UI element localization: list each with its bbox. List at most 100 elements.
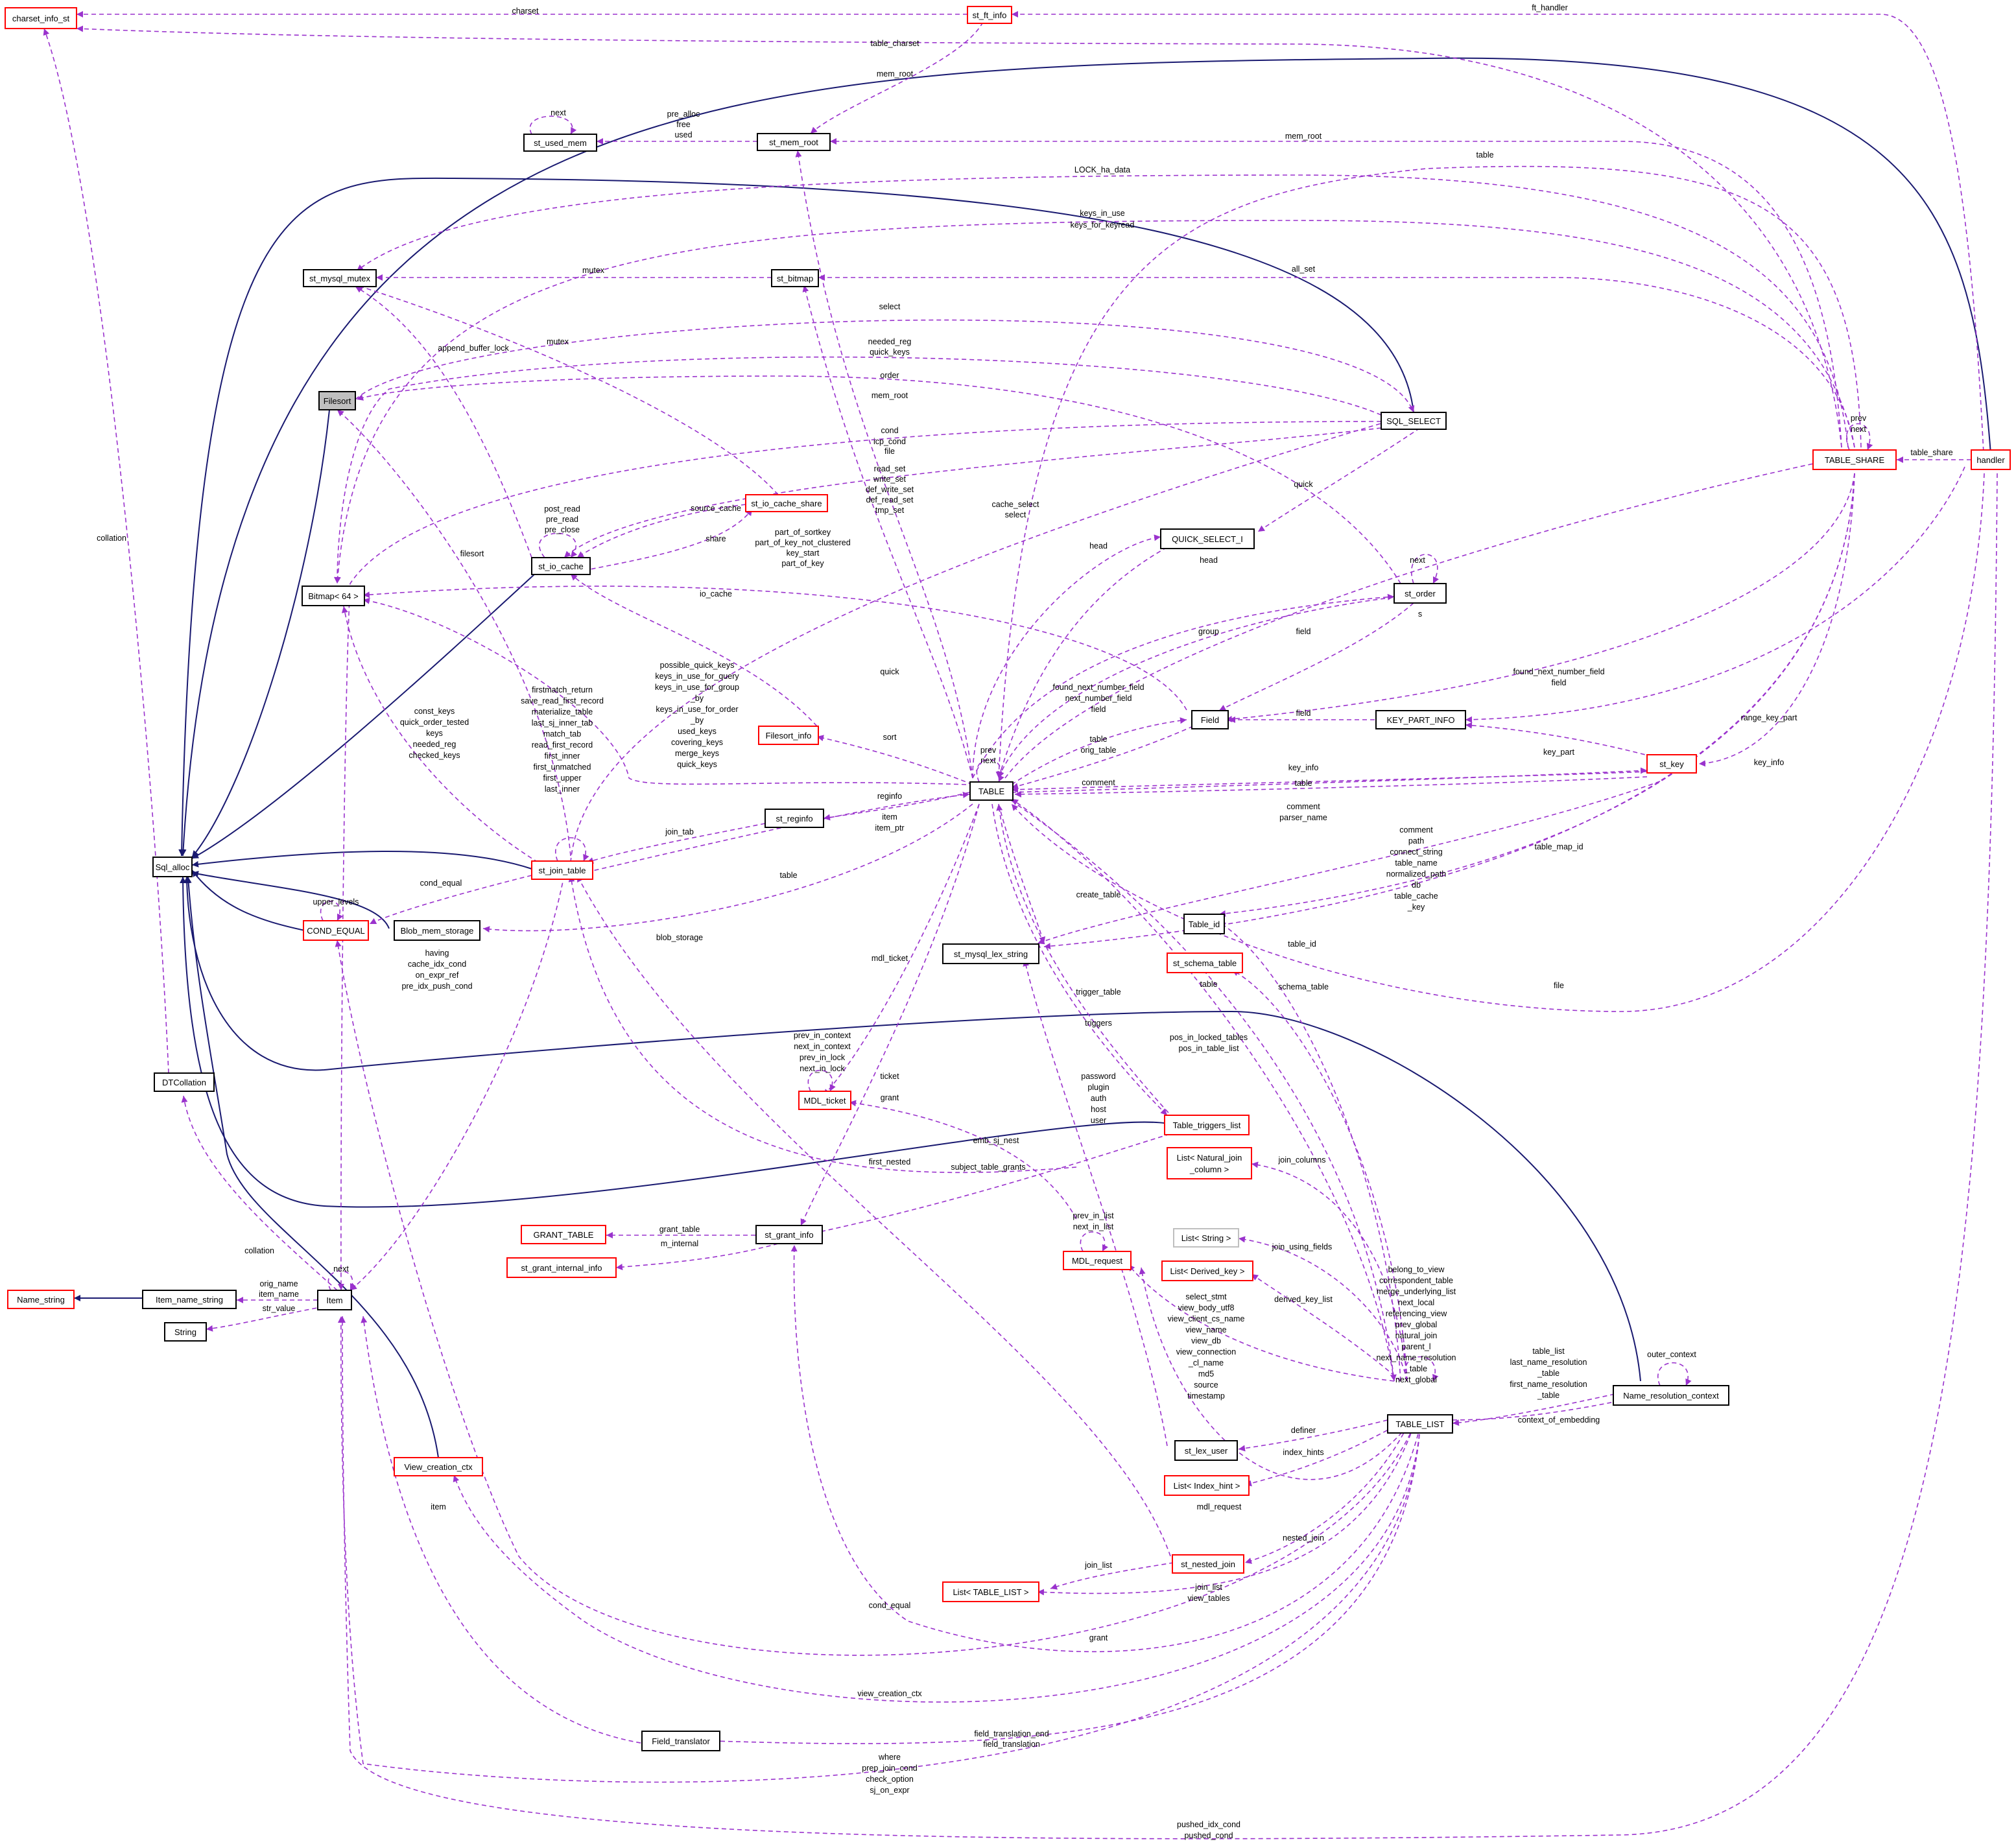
node-st-reginfo[interactable]: st_reginfo [765, 809, 824, 828]
node-table[interactable]: TABLE [969, 781, 1014, 801]
node-item-name-string[interactable]: Item_name_string [142, 1290, 237, 1309]
label-merge-underlying-list: merge_underlying_list [1377, 1287, 1456, 1296]
edge-mdl-request-self [1080, 1231, 1108, 1252]
node-sql-alloc[interactable]: Sql_alloc [152, 857, 193, 877]
node-table-id[interactable]: Table_id [1183, 914, 1225, 934]
label-join-tab: join_tab [665, 827, 694, 836]
node-label: GRANT_TABLE [534, 1230, 594, 1240]
label-subject-table-grants: subject_table_grants [951, 1163, 1025, 1172]
edge-key-info [1011, 767, 1648, 793]
node-st-schema-table[interactable]: st_schema_table [1167, 953, 1243, 973]
node-st-key[interactable]: st_key [1646, 754, 1697, 774]
label-quick2: quick [880, 667, 899, 676]
edge-create-table [998, 803, 1046, 944]
node-key-part-info[interactable]: KEY_PART_INFO [1375, 710, 1466, 729]
edge-share [583, 508, 753, 571]
node-table-share[interactable]: TABLE_SHARE [1812, 449, 1897, 470]
node-st-order[interactable]: st_order [1393, 583, 1447, 604]
label-m-internal: m_internal [661, 1239, 698, 1248]
edge-triggers [991, 803, 1168, 1116]
label-str-value: str_value [263, 1304, 296, 1313]
node-dtcollation[interactable]: DTCollation [154, 1072, 215, 1092]
node-filesort-info[interactable]: Filesort_info [758, 726, 819, 745]
node-grant-table[interactable]: GRANT_TABLE [521, 1225, 606, 1244]
label-key: _key [1407, 903, 1425, 912]
node-table-list[interactable]: TABLE_LIST [1387, 1414, 1453, 1434]
label-item-ptr: item_ptr [875, 823, 904, 833]
node-quick-select-i[interactable]: QUICK_SELECT_I [1160, 528, 1255, 549]
node-cond-equal[interactable]: COND_EQUAL [303, 920, 369, 941]
node-mdl-request[interactable]: MDL_request [1063, 1251, 1132, 1270]
node-label: st_grant_internal_info [521, 1263, 602, 1273]
node-st-nested-join[interactable]: st_nested_join [1172, 1554, 1244, 1574]
label-tmp-set: tmp_set [875, 506, 905, 515]
edge-found-next-share [1225, 473, 1855, 722]
node-sql-select[interactable]: SQL_SELECT [1381, 412, 1447, 430]
node-label: handler [1976, 455, 2005, 465]
label-pre-read: pre_read [546, 515, 578, 524]
label-part-of-key: part_of_key [781, 559, 824, 568]
label-normalized-path: normalized_path [1386, 870, 1446, 879]
node-st-join-table[interactable]: st_join_table [531, 860, 593, 880]
node-st-mem-root[interactable]: st_mem_root [757, 133, 831, 151]
node-charset-info-st[interactable]: charset_info_st [5, 7, 77, 29]
node-st-ft-info[interactable]: st_ft_info [967, 6, 1012, 24]
node-st-io-cache-share[interactable]: st_io_cache_share [745, 494, 828, 512]
node-view-creation-ctx[interactable]: View_creation_ctx [394, 1457, 483, 1476]
node-label: TABLE_SHARE [1825, 455, 1885, 465]
edge-io-cache-sqlalloc [191, 573, 536, 859]
node-list-string[interactable]: List< String > [1173, 1228, 1239, 1248]
label-referencing-view: referencing_view [1386, 1309, 1447, 1318]
node-st-lex-user[interactable]: st_lex_user [1174, 1440, 1238, 1461]
node-list-derived-key[interactable]: List< Derived_key > [1161, 1260, 1253, 1281]
label-derived-key-list: derived_key_list [1274, 1295, 1333, 1304]
node-string[interactable]: String [164, 1322, 207, 1342]
node-label: st_used_mem [534, 138, 587, 148]
edge-file [563, 427, 1382, 558]
node-name-string[interactable]: Name_string [7, 1290, 75, 1309]
edge-mdl-ticket [823, 803, 980, 1096]
node-filesort[interactable]: Filesort [318, 391, 356, 410]
edge-key-part [1465, 722, 1661, 759]
node-handler[interactable]: handler [1971, 449, 2011, 470]
label-match-tab: match_tab [543, 729, 581, 739]
node-st-grant-info[interactable]: st_grant_info [755, 1225, 823, 1244]
label-source: source [1194, 1380, 1218, 1390]
node-table-triggers-list[interactable]: Table_triggers_list [1164, 1115, 1250, 1135]
label-view-client-cs-name: view_client_cs_name [1168, 1314, 1245, 1323]
node-mdl-ticket[interactable]: MDL_ticket [798, 1091, 851, 1110]
label-key-info: key_info [1288, 763, 1319, 772]
node-st-used-mem[interactable]: st_used_mem [523, 134, 597, 152]
label-collation: collation [97, 534, 126, 543]
node-bitmap-64[interactable]: Bitmap< 64 > [302, 586, 365, 606]
label-index-hints: index_hints [1283, 1448, 1323, 1457]
label-lock-ha-data: LOCK_ha_data [1074, 165, 1130, 174]
edge-condequal-self [320, 901, 343, 921]
node-list-natural-join-column[interactable]: List< Natural_join_column > [1167, 1147, 1252, 1179]
edge-join-self [555, 837, 589, 862]
edge-where [337, 1316, 1421, 1783]
edge-ft-handler [1012, 11, 1985, 467]
label-cache-idx-cond: cache_idx_cond [408, 960, 466, 969]
node-st-mysql-lex-string[interactable]: st_mysql_lex_string [942, 943, 1039, 964]
node-label: String [174, 1327, 196, 1337]
node-list-index-hint[interactable]: List< Index_hint > [1164, 1475, 1250, 1496]
node-st-grant-internal-info[interactable]: st_grant_internal_info [506, 1257, 617, 1278]
node-st-io-cache[interactable]: st_io_cache [531, 557, 591, 575]
node-field[interactable]: Field [1191, 710, 1229, 729]
edge-handler-sqlalloc [180, 57, 1991, 857]
label-next-in-list: next_in_list [1073, 1222, 1114, 1231]
node-blob-mem-storage[interactable]: Blob_mem_storage [394, 920, 480, 941]
node-st-mysql-mutex[interactable]: st_mysql_mutex [303, 269, 377, 287]
node-list-table-list[interactable]: List< TABLE_LIST > [942, 1581, 1039, 1602]
label-emb-sj-nest: emb_sj_nest [973, 1136, 1019, 1145]
label-def-read-set: def_read_set [866, 495, 914, 504]
node-st-bitmap[interactable]: st_bitmap [771, 269, 819, 287]
label-share: share [706, 534, 726, 543]
node-item[interactable]: Item [317, 1290, 352, 1310]
label-mdl-ticket: mdl_ticket [872, 954, 908, 963]
node-label-line2: _column > [1189, 1165, 1229, 1174]
node-field-translator[interactable]: Field_translator [641, 1731, 720, 1751]
label-next-in-context: next_in_context [794, 1042, 851, 1051]
node-name-resolution-context[interactable]: Name_resolution_context [1613, 1385, 1729, 1406]
